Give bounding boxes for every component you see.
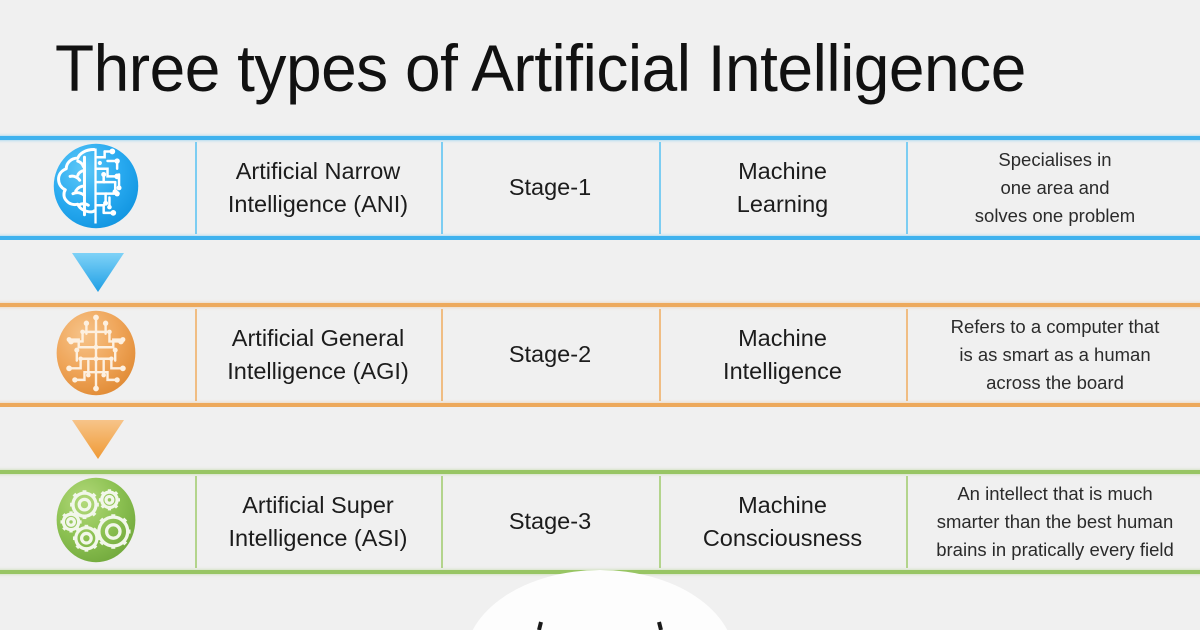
row-stage-cell: Stage-1: [441, 136, 659, 240]
asi-name-line2: Intelligence (ASI): [228, 525, 408, 551]
row-name-cell: Artificial General Intelligence (AGI): [195, 303, 441, 407]
ani-name-line1: Artificial Narrow: [235, 157, 401, 184]
asi-desc-line1: An intellect that is much: [957, 482, 1153, 504]
ani-kind-line1: Machine: [738, 157, 827, 184]
asi-name-line1: Artificial Super: [242, 491, 394, 518]
gears-icon: [48, 472, 144, 573]
asi-kind-line2: Consciousness: [702, 525, 863, 551]
row-name-cell: Artificial Narrow Intelligence (ANI): [195, 136, 441, 240]
row-stage-cell: Stage-2: [441, 303, 659, 407]
row-stage-cell: Stage-3: [441, 470, 659, 574]
ani-kind-line2: Learning: [736, 191, 829, 217]
agi-name-line2: Intelligence (AGI): [227, 358, 409, 384]
asi-stage: Stage-3: [508, 508, 592, 535]
agi-name-line1: Artificial General: [231, 324, 405, 351]
row-icon-cell: [0, 303, 195, 407]
table-row: Artificial General Intelligence (AGI) St…: [0, 303, 1200, 407]
asi-desc-line3: brains in pratically every field: [936, 539, 1174, 561]
row-gap: [0, 240, 1200, 303]
row-icon-cell: [0, 136, 195, 240]
table-row: Artificial Super Intelligence (ASI) Stag…: [0, 470, 1200, 574]
ani-stage: Stage-1: [508, 174, 592, 201]
row-description-cell: An intellect that is much smarter than t…: [906, 470, 1200, 574]
row-description-cell: Refers to a computer that is as smart as…: [906, 303, 1200, 407]
brain-circuit-icon: [48, 138, 144, 239]
agi-stage: Stage-2: [508, 341, 592, 368]
bottom-cutoff-marks: [465, 600, 735, 630]
asi-desc-line2: smarter than the best human: [936, 510, 1174, 532]
agi-desc-line3: across the board: [986, 372, 1124, 394]
row-name-cell: Artificial Super Intelligence (ASI): [195, 470, 441, 574]
agi-desc-line2: is as smart as a human: [959, 343, 1151, 365]
agi-kind-line1: Machine: [738, 324, 827, 351]
row-kind-cell: Machine Consciousness: [659, 470, 906, 574]
ani-name-line2: Intelligence (ANI): [227, 191, 409, 217]
row-gap: [0, 407, 1200, 470]
page-title: Three types of Artificial Intelligence: [55, 31, 1026, 105]
circuit-brain-icon: [48, 305, 144, 406]
row-icon-cell: [0, 470, 195, 574]
ani-desc-line3: solves one problem: [974, 205, 1136, 227]
ani-desc-line1: Specialises in: [998, 148, 1112, 170]
agi-desc-line1: Refers to a computer that: [950, 315, 1160, 337]
table-row: Artificial Narrow Intelligence (ANI) Sta…: [0, 136, 1200, 240]
ai-types-table: Artificial Narrow Intelligence (ANI) Sta…: [0, 136, 1200, 574]
agi-kind-line2: Intelligence: [723, 358, 842, 384]
title-bar: Three types of Artificial Intelligence: [0, 0, 1200, 136]
ani-desc-line2: one area and: [1000, 176, 1110, 198]
row-kind-cell: Machine Learning: [659, 136, 906, 240]
asi-kind-line1: Machine: [738, 491, 827, 518]
row-description-cell: Specialises in one area and solves one p…: [906, 136, 1200, 240]
row-kind-cell: Machine Intelligence: [659, 303, 906, 407]
